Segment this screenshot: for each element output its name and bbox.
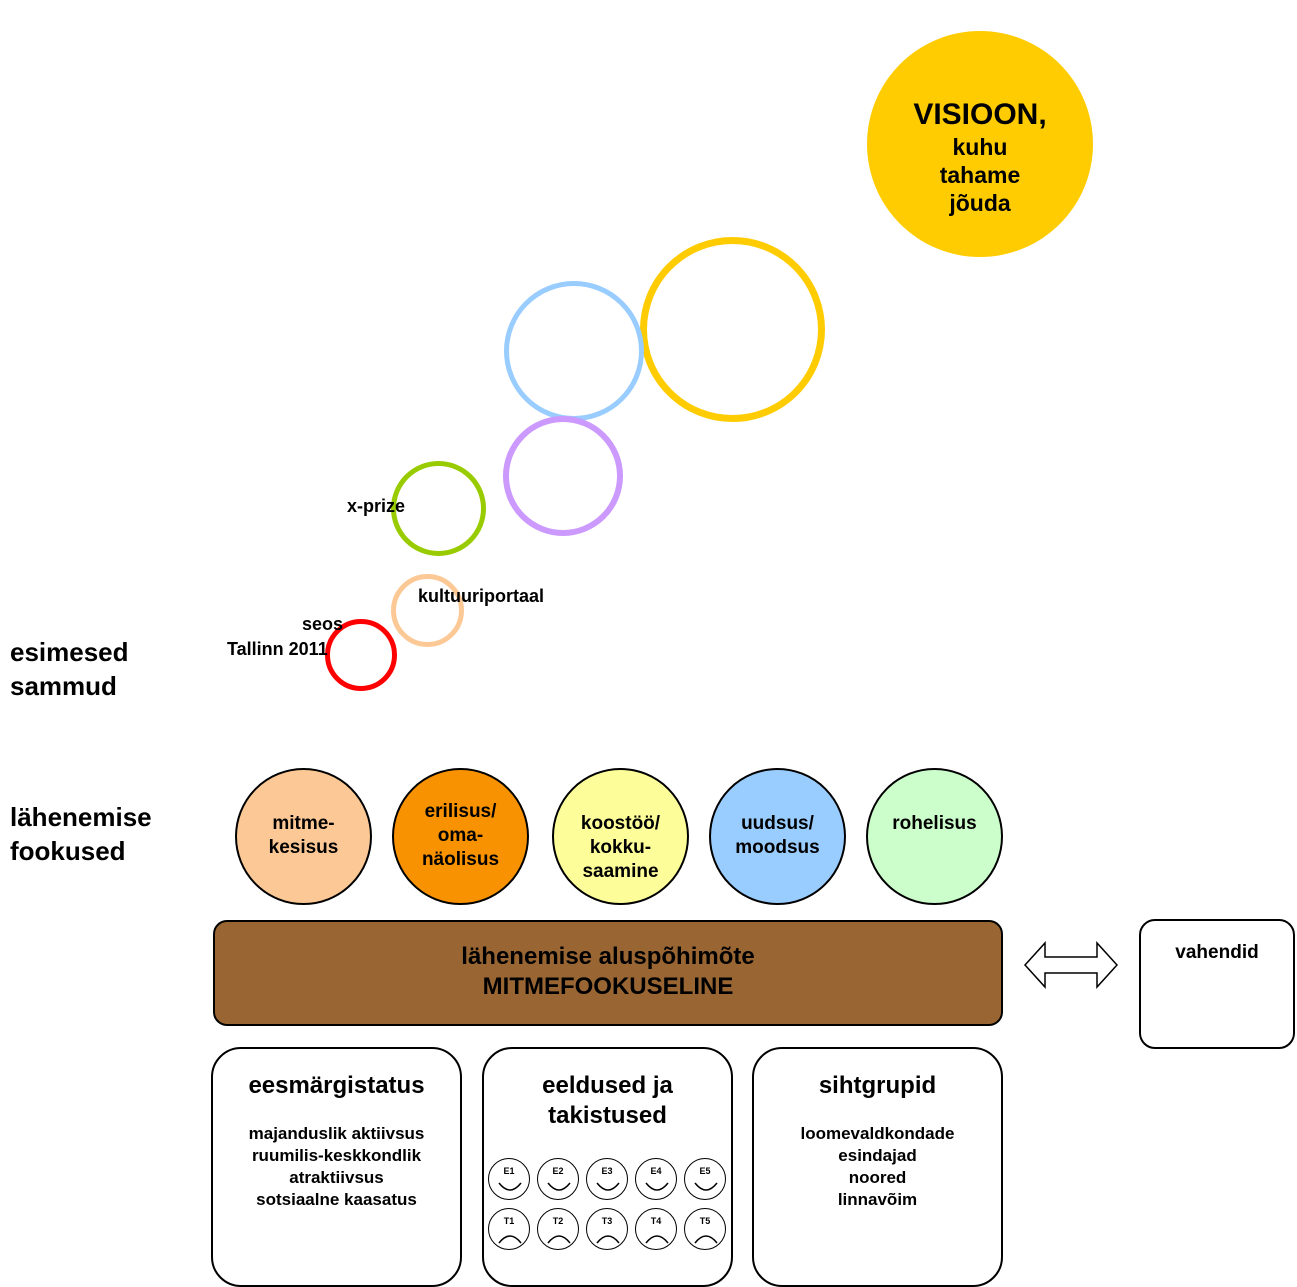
smile-icon: E4 [635, 1158, 677, 1200]
focus-circle-koostoo: koostöö/ kokku- saamine [552, 768, 689, 905]
step-label-kultuuriportaal: kultuuriportaal [418, 586, 545, 606]
step-ring-yellow [640, 237, 825, 422]
vision-circle: VISIOON, kuhu tahame jõuda [867, 31, 1093, 257]
obstacle-label: T1 [503, 1216, 515, 1226]
double-arrow-icon [1023, 941, 1119, 989]
principle-bar: lähenemise aluspõhimõte MITMEFOOKUSELINE [213, 920, 1003, 1026]
frown-icon: T1 [488, 1208, 530, 1250]
enabler-faces: E1 E2 E3 E4 E5 [484, 1156, 731, 1202]
obstacle-label: T5 [699, 1216, 711, 1226]
enabler-label: E1 [503, 1166, 515, 1176]
smile-icon: E5 [684, 1158, 726, 1200]
frown-icon: T3 [586, 1208, 628, 1250]
side-label-line: sammud [10, 671, 117, 701]
principle-line-1: lähenemise aluspõhimõte [461, 943, 755, 970]
targets-title: sihtgrupid [818, 1072, 937, 1099]
vision-title: VISIOON, [913, 98, 1047, 131]
step-ring-blue [504, 281, 644, 421]
targets-line: linnavõim [837, 1190, 918, 1209]
focus-circle-mitmekesisus: mitme- kesisus [235, 768, 372, 905]
step-label-seos: seos [302, 614, 344, 634]
side-label-line: esimesed [10, 637, 129, 667]
targets-line: loomevaldkondade [800, 1124, 955, 1143]
goals-line: sotsiaalne kaasatus [256, 1190, 417, 1209]
enabler-label: E2 [552, 1166, 564, 1176]
frown-icon: T5 [684, 1208, 726, 1250]
enabler-label: E3 [601, 1166, 613, 1176]
step-label-xprize: x-prize [347, 496, 406, 516]
focus-circle-rohelisus: rohelisus [866, 768, 1003, 905]
prerequisites-title-2: takistused [548, 1102, 667, 1129]
focus-line: näolisus [421, 849, 500, 870]
goals-line: majanduslik aktiivsus [248, 1124, 425, 1143]
goals-line: ruumilis-keskkondlik [251, 1146, 422, 1165]
step-label-tallinn: Tallinn 2011 [227, 639, 328, 659]
focus-line: koostöö/ [580, 813, 661, 834]
focus-circle-uudsus: uudsus/ moodsus [709, 768, 846, 905]
obstacle-label: T4 [650, 1216, 662, 1226]
step-ring-red [325, 619, 397, 691]
goals-title: eesmärgistatus [248, 1072, 425, 1099]
obstacle-faces: T1 T2 T3 T4 T5 [484, 1206, 731, 1252]
goals-box: eesmärgistatus majanduslik aktiivsus ruu… [211, 1047, 462, 1287]
vahendid-box: vahendid [1139, 919, 1295, 1049]
focus-line: oma- [437, 825, 484, 846]
obstacle-label: T3 [601, 1216, 613, 1226]
focus-line: saamine [582, 861, 659, 882]
focus-circle-erilisus: erilisus/ oma- näolisus [392, 768, 529, 905]
frown-icon: T4 [635, 1208, 677, 1250]
obstacle-label: T2 [552, 1216, 564, 1226]
side-label-focuses: lähenemise fookused [10, 800, 152, 868]
step-ring-green [391, 461, 486, 556]
targets-line: noored [848, 1168, 907, 1187]
focus-line: rohelisus [892, 813, 977, 834]
goals-line: atraktiivsus [289, 1168, 384, 1187]
vision-line: jõuda [949, 190, 1011, 216]
vision-line: tahame [939, 162, 1021, 188]
focus-line: uudsus/ [741, 813, 814, 834]
focus-line: erilisus/ [424, 801, 497, 822]
step-ring-purple [503, 416, 623, 536]
focus-line: kesisus [268, 837, 339, 858]
focus-line: mitme- [272, 813, 335, 834]
step-ring-peach [391, 574, 464, 647]
enabler-label: E4 [650, 1166, 662, 1176]
smile-icon: E2 [537, 1158, 579, 1200]
vision-line: kuhu [952, 134, 1008, 160]
prerequisites-title-1: eeldused ja [542, 1072, 673, 1099]
principle-line-2: MITMEFOOKUSELINE [482, 973, 734, 1000]
frown-icon: T2 [537, 1208, 579, 1250]
targets-box: sihtgrupid loomevaldkondade esindajad no… [752, 1047, 1003, 1287]
vahendid-label: vahendid [1175, 942, 1259, 963]
focus-line: kokku- [589, 837, 652, 858]
smile-icon: E1 [488, 1158, 530, 1200]
enabler-label: E5 [699, 1166, 711, 1176]
side-label-line: lähenemise [10, 802, 152, 832]
smile-icon: E3 [586, 1158, 628, 1200]
focus-line: moodsus [735, 837, 820, 858]
side-label-first-steps: esimesed sammud [10, 635, 129, 703]
targets-line: esindajad [838, 1146, 917, 1165]
side-label-line: fookused [10, 836, 126, 866]
